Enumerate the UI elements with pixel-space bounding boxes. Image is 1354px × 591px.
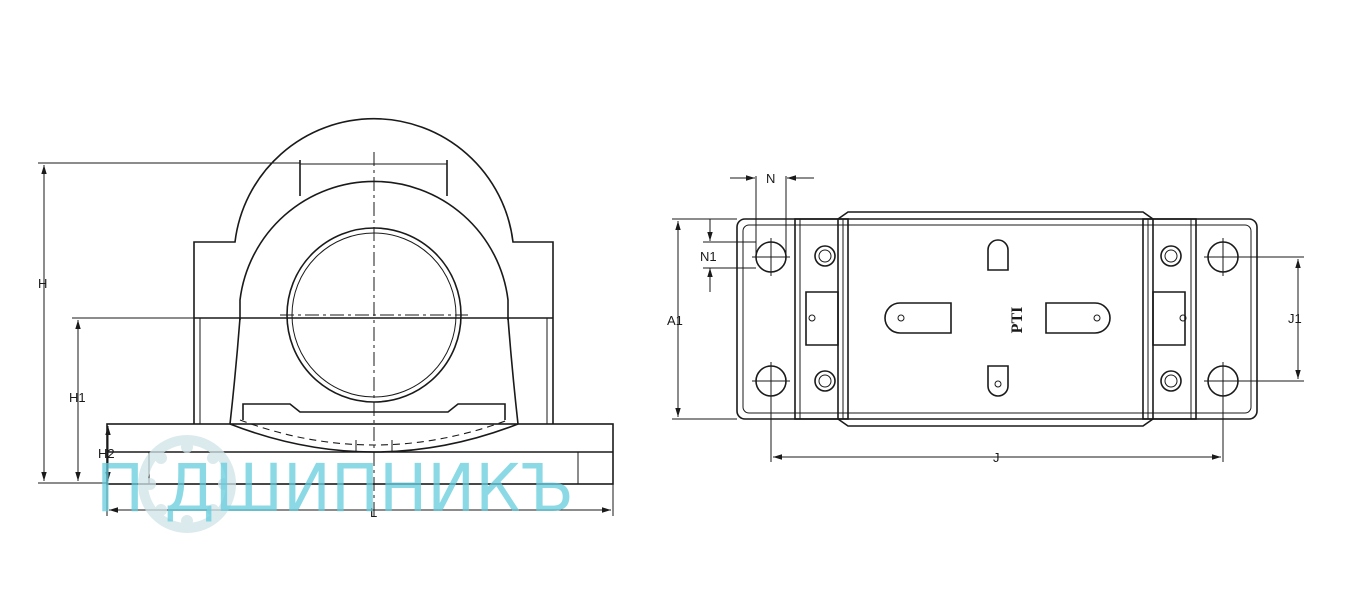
dim-label-h2: H2 <box>98 446 115 461</box>
front-view <box>106 117 614 518</box>
dim-label-a1: A1 <box>667 313 683 328</box>
watermark-bearing-logo <box>138 435 236 533</box>
dim-label-j1: J1 <box>1288 311 1302 326</box>
dim-label-h: H <box>38 276 47 291</box>
brand-mark: PTI <box>1009 307 1026 334</box>
dim-label-l: L <box>370 505 377 520</box>
cap-bolt <box>814 370 836 392</box>
cap-bolt <box>1160 370 1182 392</box>
dim-label-h1: H1 <box>69 390 86 405</box>
cap-bolt <box>1160 245 1182 267</box>
foot-bolt-hole <box>752 362 790 400</box>
foot-bolt-hole <box>1204 362 1242 400</box>
top-view-dimensions: N N1 A1 J J1 <box>667 171 1304 465</box>
foot-bolt-hole <box>1204 238 1242 276</box>
dim-label-j: J <box>993 450 1000 465</box>
front-view-dimensions: H H1 H2 L <box>38 162 614 520</box>
watermark: П ДШИПНИКЪ <box>96 435 574 533</box>
dim-label-n: N <box>766 171 775 186</box>
foot-bolt-hole <box>752 238 790 276</box>
dim-label-n1: N1 <box>700 249 717 264</box>
watermark-text: П ДШИПНИКЪ <box>96 450 574 527</box>
top-view: PTI <box>736 211 1258 427</box>
cap-bolt <box>814 245 836 267</box>
